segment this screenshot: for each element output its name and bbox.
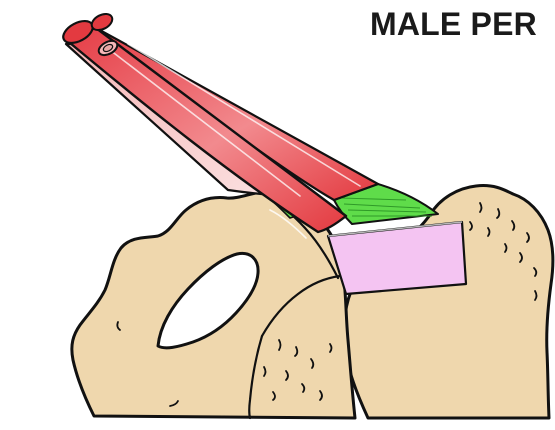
pink-block <box>328 222 466 294</box>
